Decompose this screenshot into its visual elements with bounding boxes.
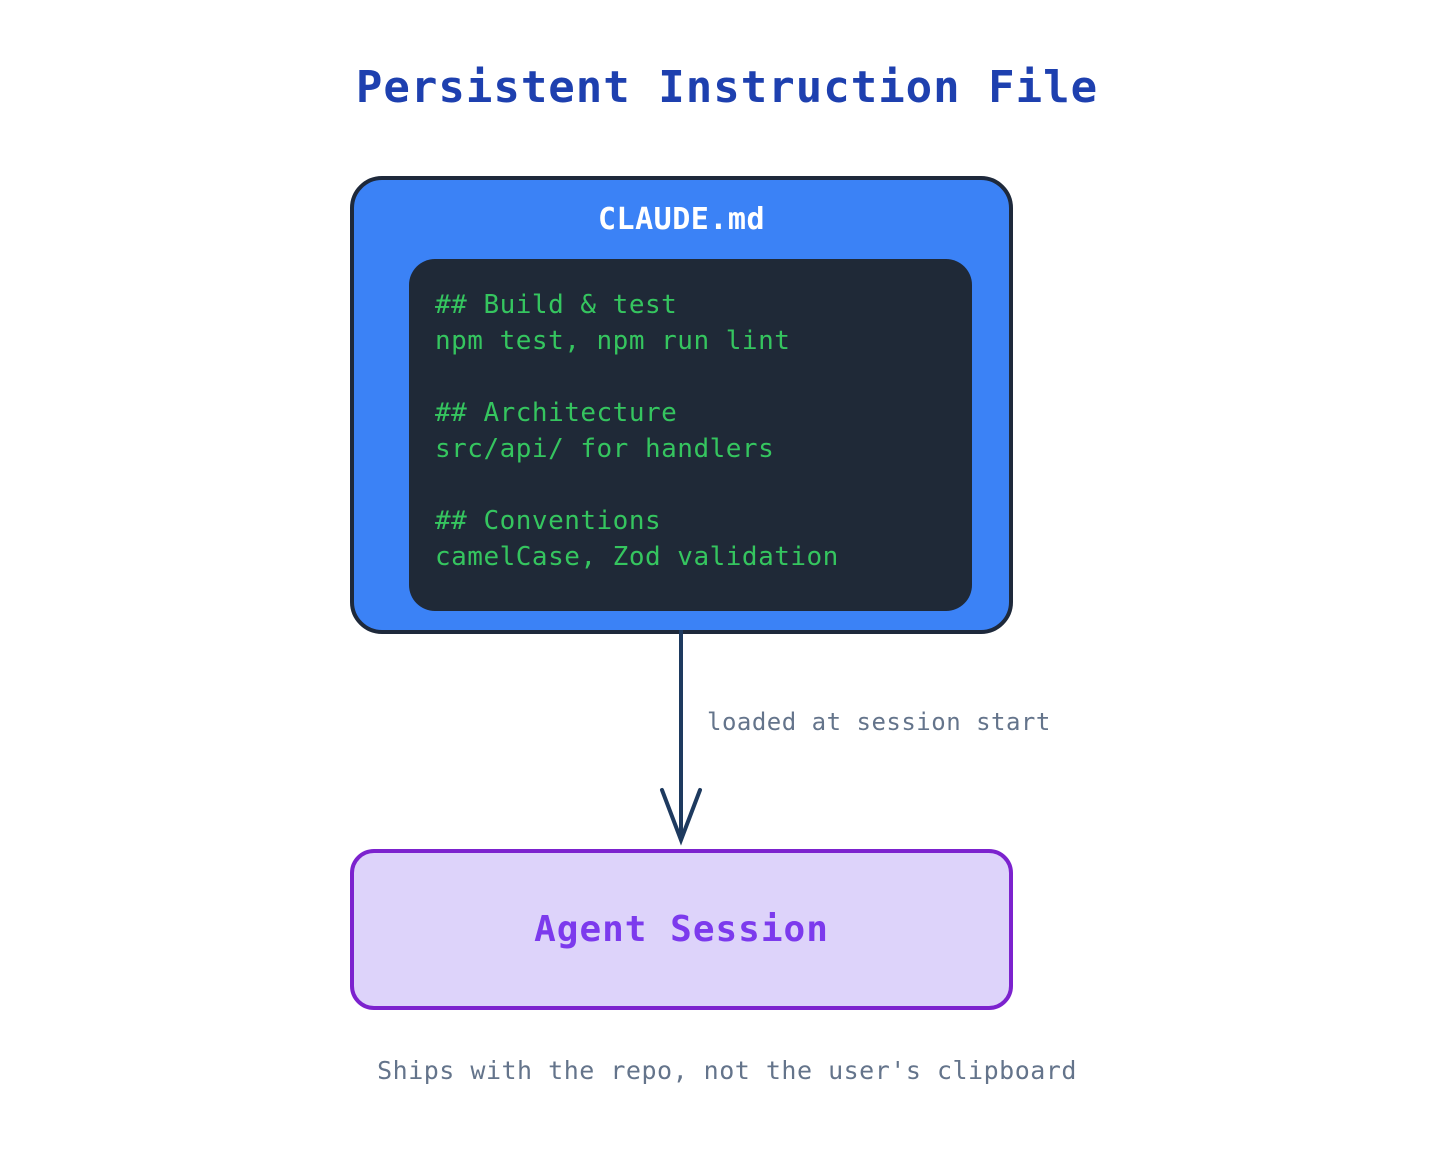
claude-md-filename: CLAUDE.md	[597, 202, 766, 237]
flow-arrowhead-icon	[660, 788, 702, 846]
code-line: ## Conventions	[435, 506, 662, 536]
code-line-blank	[435, 359, 946, 395]
code-line-blank	[435, 467, 946, 503]
flow-arrow	[660, 630, 702, 846]
code-line: ## Build & test	[435, 290, 678, 320]
claude-md-code-block: ## Build & test npm test, npm run lint #…	[409, 259, 972, 611]
code-line: npm test, npm run lint	[435, 326, 791, 356]
footer-caption: Ships with the repo, not the user's clip…	[377, 1056, 1077, 1085]
code-line: src/api/ for handlers	[435, 434, 775, 464]
code-line: camelCase, Zod validation	[435, 542, 839, 572]
agent-session-box: Agent Session	[350, 849, 1013, 1010]
claude-md-card: CLAUDE.md ## Build & test npm test, npm …	[350, 176, 1013, 634]
page-title: Persistent Instruction File	[355, 62, 1099, 113]
agent-session-label: Agent Session	[534, 909, 829, 950]
flow-arrow-label: loaded at session start	[707, 708, 1051, 736]
code-line: ## Architecture	[435, 398, 678, 428]
